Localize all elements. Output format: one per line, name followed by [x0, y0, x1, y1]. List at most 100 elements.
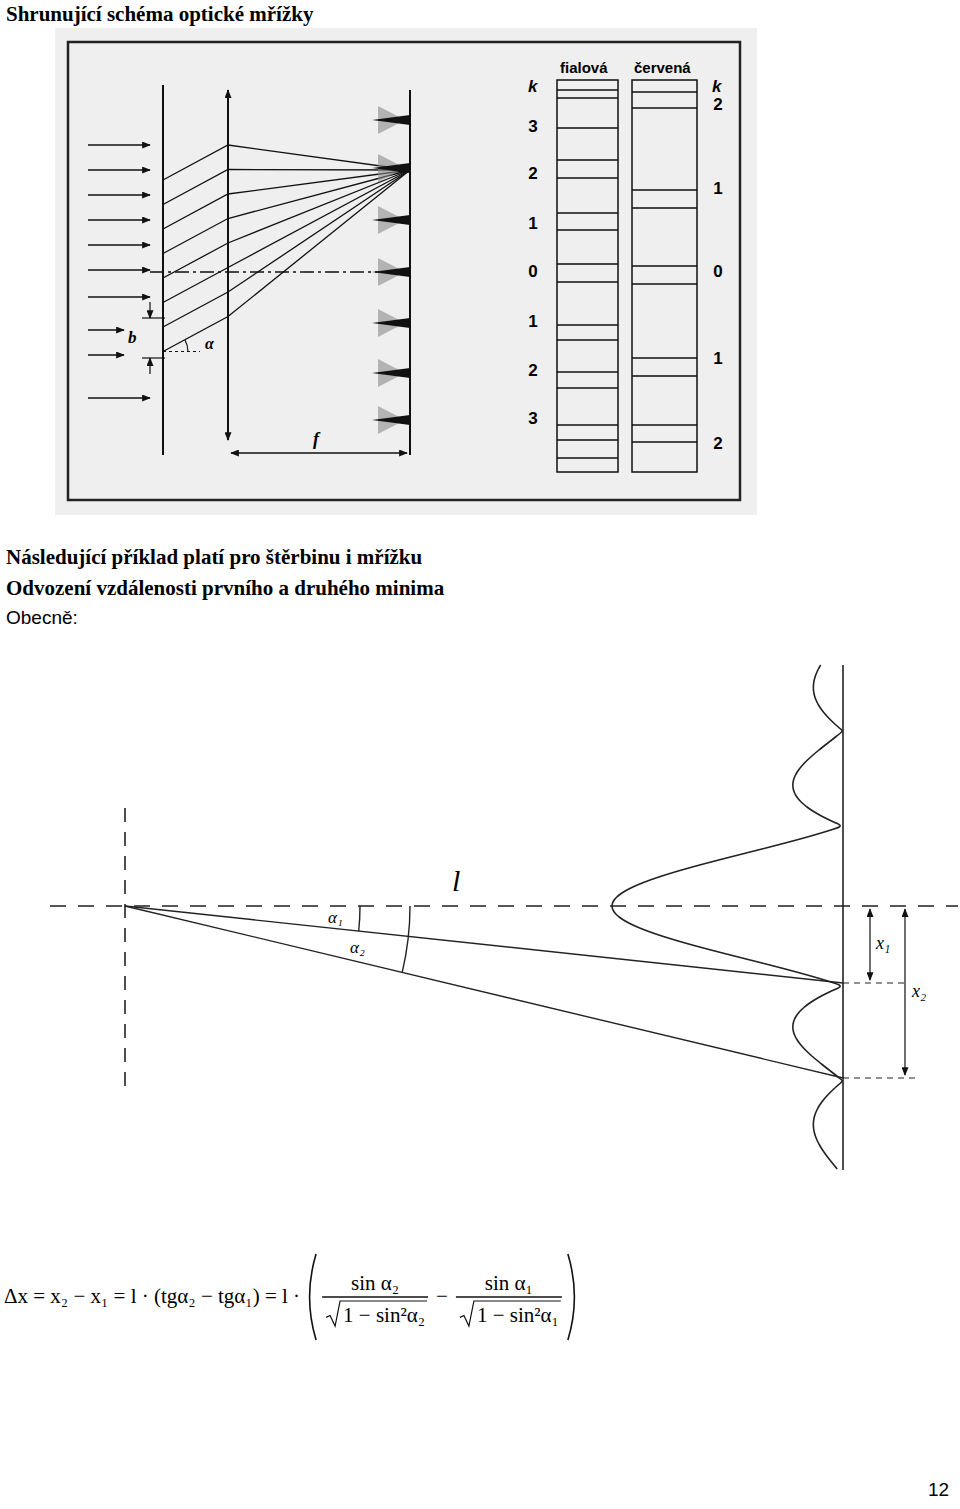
- light-arrow: [88, 194, 150, 196]
- intensity-maxima: [372, 106, 410, 434]
- text-heading: Následující příklad platí pro štěrbinu i…: [6, 546, 422, 569]
- red-spectrum: [632, 80, 697, 472]
- light-arrow: [88, 219, 150, 221]
- angle-reference: [163, 351, 200, 352]
- figure-label: 2: [713, 96, 722, 113]
- page-number: 12: [928, 1480, 949, 1501]
- light-arrow: [88, 296, 150, 298]
- ray: [163, 170, 410, 352]
- figure-label: α: [205, 336, 214, 352]
- ray: [163, 170, 410, 303]
- text-heading: Odvození vzdálenosti prvního a druhého m…: [6, 577, 444, 600]
- spectral-lines: [632, 92, 697, 442]
- figure-label: α₁: [328, 909, 343, 926]
- figure-label: b: [128, 329, 137, 346]
- angle-arc: [185, 340, 188, 352]
- formula-part: sin α₁: [485, 1272, 533, 1295]
- figure-label: k: [712, 78, 721, 95]
- formula-part: −: [436, 1285, 448, 1308]
- maximum-spike: [372, 215, 410, 225]
- spectral-lines: [557, 90, 618, 458]
- minimum-mark: [843, 1077, 915, 1078]
- spectrum-column: [557, 80, 618, 472]
- formula-part: 1 − sin²α₁: [477, 1304, 559, 1327]
- slit-mark: [142, 317, 165, 318]
- intensity-curve: [612, 665, 842, 1169]
- fraction-bar: [456, 1296, 562, 1297]
- dimension-arrow: [904, 909, 905, 1075]
- fraction-bar: [322, 1296, 428, 1297]
- text-heading: Obecně:: [6, 608, 78, 629]
- figure-label: f: [313, 430, 319, 448]
- figure-label: červená: [634, 60, 691, 77]
- light-arrow: [88, 397, 150, 399]
- minimum-mark: [843, 982, 905, 983]
- maximum-spike: [372, 318, 410, 328]
- figure-label: 2: [528, 362, 537, 379]
- figure-label: 1: [528, 215, 537, 232]
- figure-label: 0: [713, 263, 722, 280]
- focal-length-arrow: [231, 452, 407, 453]
- slit-plane: [124, 808, 126, 1090]
- computed-drawing: [310, 665, 843, 1340]
- radical-sign: [460, 1301, 561, 1326]
- axis-line: [50, 905, 958, 906]
- angle-arc: [359, 906, 360, 931]
- figure-label: l: [452, 866, 460, 896]
- figure-label: 2: [713, 435, 722, 452]
- figure-label: fialová: [560, 60, 608, 77]
- big-parenthesis: [568, 1254, 575, 1340]
- light-arrow: [88, 169, 150, 171]
- figure-frame: [68, 42, 740, 500]
- violet-spectrum: [557, 80, 618, 472]
- figure-label: 3: [528, 118, 537, 135]
- grating-line: [162, 85, 164, 455]
- screen-line: [842, 665, 844, 1170]
- light-arrow: [88, 144, 150, 146]
- light-arrow: [88, 354, 124, 356]
- figure-label: x₁: [876, 934, 890, 952]
- radical-sign: [326, 1301, 427, 1326]
- maximum-spike: [372, 163, 410, 173]
- ray-line: [125, 906, 843, 1078]
- figure-label: 3: [528, 410, 537, 427]
- lens-symbol: [227, 90, 229, 440]
- diffracted-rays: [163, 145, 410, 352]
- figure-label: x₂: [912, 982, 926, 1000]
- slit-spacing: [142, 302, 165, 374]
- figure-label: 1: [713, 180, 722, 197]
- spacing-arrow: [149, 302, 150, 318]
- formula-part: Δx = x₂ − x₁ = l · (tgα₂ − tgα₁) = l ·: [4, 1285, 300, 1308]
- slit-mark: [142, 357, 165, 358]
- light-arrow: [88, 244, 150, 246]
- page-title: Shrunující schéma optické mřížky: [6, 3, 313, 26]
- formula-part: sin α₂: [351, 1272, 399, 1295]
- dimension-arrow: [869, 909, 870, 980]
- angle-arc: [402, 906, 410, 972]
- big-parenthesis: [310, 1254, 317, 1340]
- ray-line: [125, 906, 843, 983]
- formula-part: 1 − sin²α₂: [343, 1304, 425, 1327]
- incident-light: [88, 145, 150, 398]
- spacing-arrow: [149, 358, 150, 374]
- scan-ground: [55, 28, 757, 515]
- ray: [163, 170, 410, 327]
- figure-label: 2: [528, 165, 537, 182]
- maximum-spike: [372, 115, 410, 125]
- light-arrow: [88, 269, 150, 271]
- light-arrow: [88, 329, 124, 331]
- figure-label: α₂: [350, 939, 365, 956]
- optical-axis: [150, 271, 410, 272]
- spectrum-column: [632, 80, 697, 472]
- figure-label: 1: [713, 350, 722, 367]
- maximum-spike: [372, 415, 410, 425]
- figure-label: k: [528, 78, 537, 95]
- maximum-spike: [372, 267, 410, 277]
- ray: [163, 170, 410, 254]
- ray: [163, 170, 410, 278]
- figure-label: 1: [528, 313, 537, 330]
- figure-label: 0: [528, 263, 537, 280]
- maximum-spike: [372, 368, 410, 378]
